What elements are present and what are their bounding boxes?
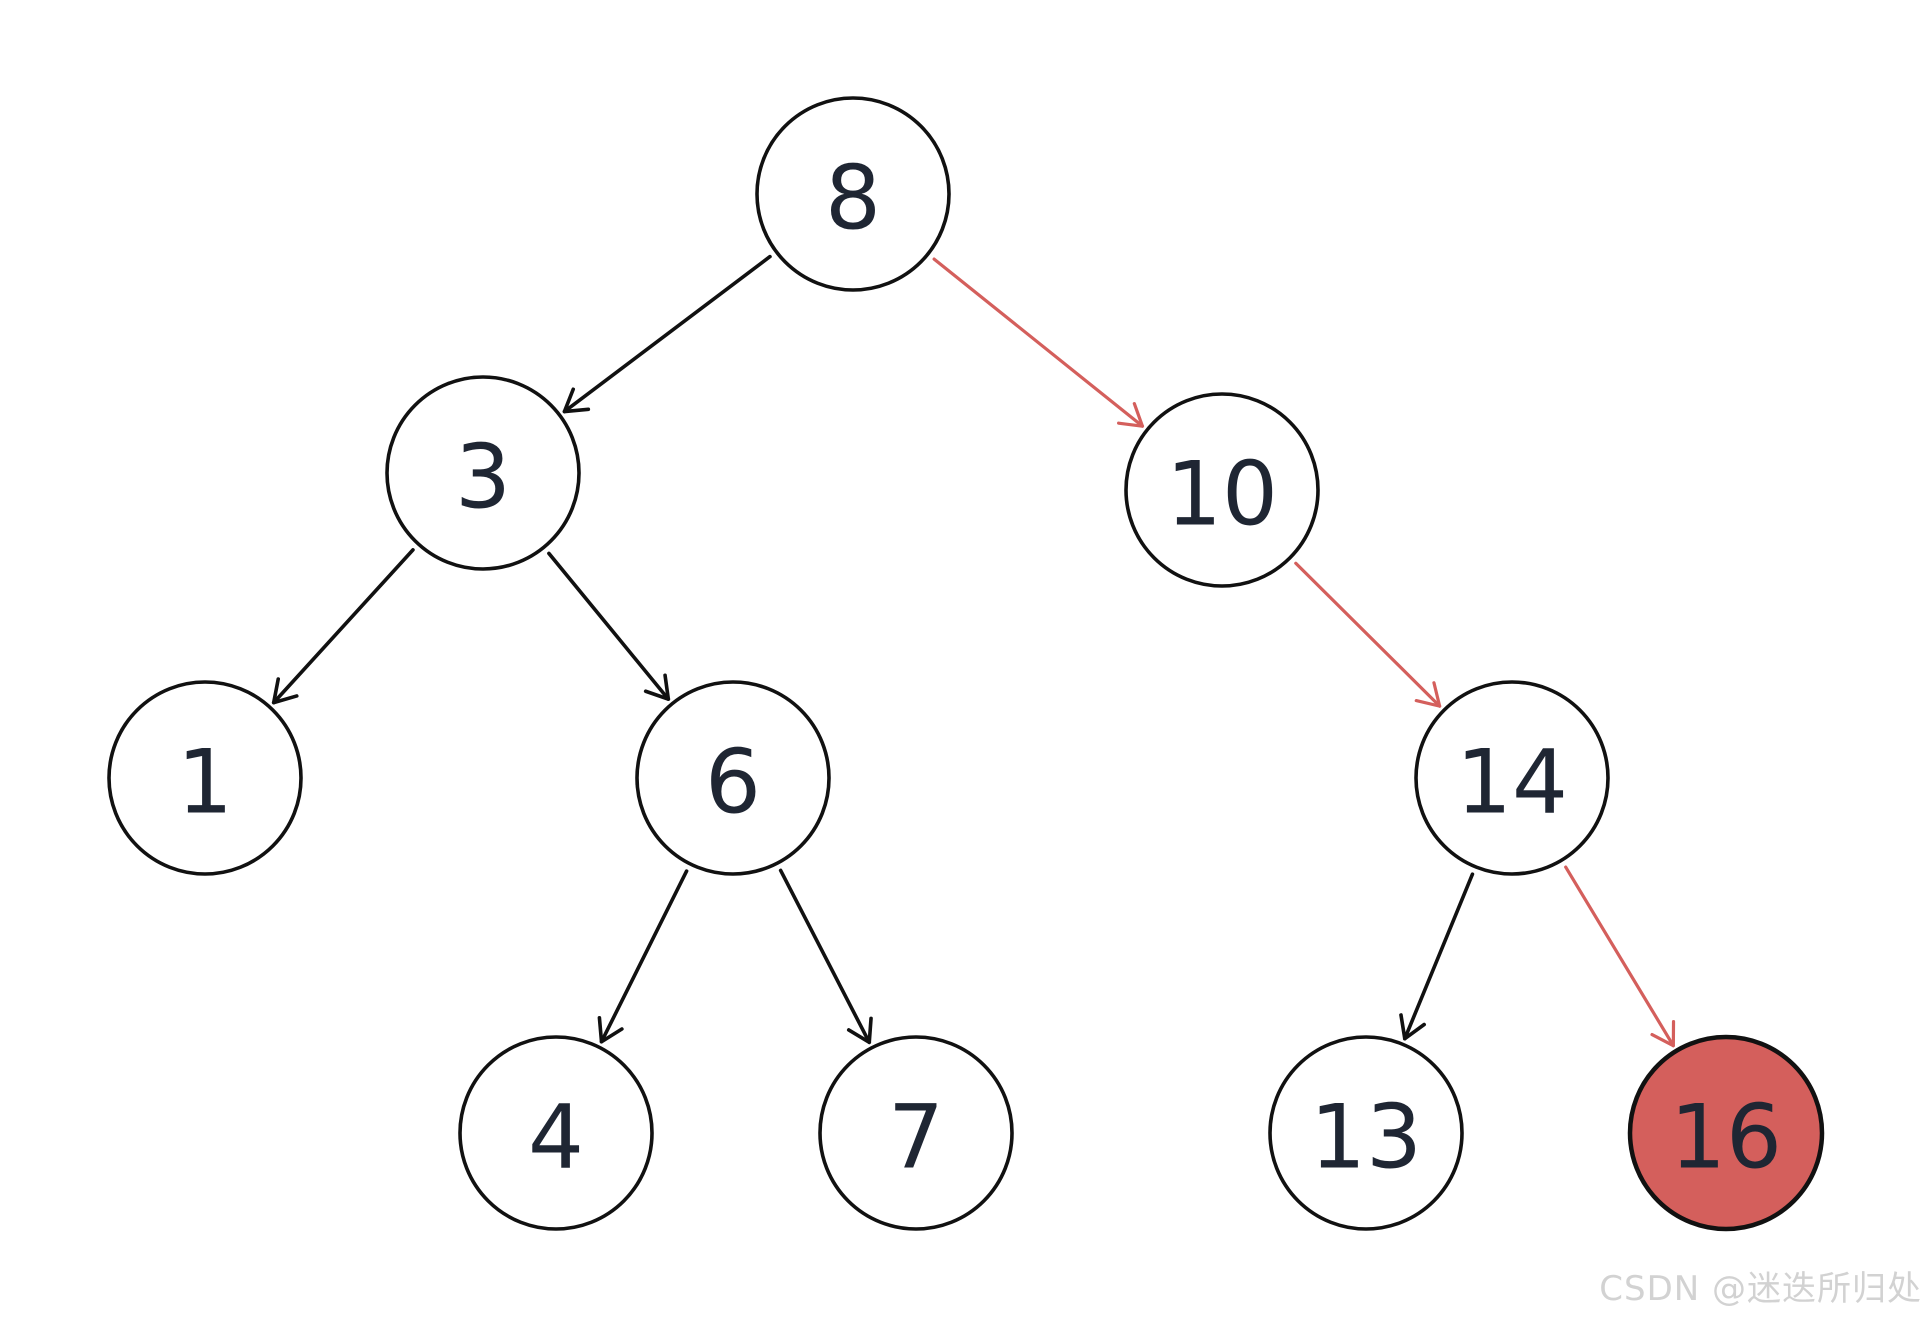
node-label: 3 bbox=[455, 426, 511, 529]
tree-node-13: 13 bbox=[1268, 1035, 1464, 1231]
tree-node-14: 14 bbox=[1414, 680, 1610, 876]
node-circle bbox=[1124, 392, 1320, 588]
node-label: 14 bbox=[1456, 731, 1568, 834]
edges-layer bbox=[271, 254, 1676, 1048]
tree-node-4: 4 bbox=[458, 1035, 654, 1231]
edge-line bbox=[599, 869, 689, 1044]
node-circle bbox=[385, 375, 581, 571]
edge-line bbox=[1294, 561, 1442, 708]
arrowhead-icon bbox=[643, 673, 671, 701]
highlighted-node-circle bbox=[1627, 1034, 1825, 1232]
arrowhead-icon bbox=[562, 387, 591, 414]
tree-node-3: 3 bbox=[385, 375, 581, 571]
edge-3-to-1 bbox=[271, 548, 415, 705]
edge-14-to-13 bbox=[1399, 872, 1475, 1041]
node-circle bbox=[755, 96, 951, 292]
node-label: 4 bbox=[528, 1086, 584, 1189]
tree-node-1: 1 bbox=[107, 680, 303, 876]
tree-node-7: 7 bbox=[818, 1035, 1014, 1231]
node-label: 7 bbox=[888, 1086, 944, 1189]
arrowhead-icon bbox=[1650, 1020, 1676, 1048]
edge-3-to-6 bbox=[547, 551, 671, 701]
node-label: 10 bbox=[1166, 443, 1278, 546]
node-circle bbox=[635, 680, 831, 876]
edge-line bbox=[271, 548, 415, 705]
edge-6-to-4 bbox=[597, 869, 689, 1044]
edge-line bbox=[1402, 872, 1475, 1041]
edge-10-to-14 bbox=[1294, 561, 1442, 708]
node-label: 16 bbox=[1670, 1086, 1782, 1189]
node-circle bbox=[107, 680, 303, 876]
node-label: 6 bbox=[705, 731, 761, 834]
edge-line bbox=[547, 551, 671, 701]
edge-8-to-10 bbox=[932, 257, 1145, 428]
edge-line bbox=[562, 254, 772, 414]
edge-line bbox=[932, 257, 1145, 428]
arrowhead-icon bbox=[1414, 681, 1442, 708]
node-label: 13 bbox=[1310, 1086, 1422, 1189]
tree-node-16: 16 bbox=[1627, 1034, 1825, 1232]
arrowhead-icon bbox=[597, 1016, 624, 1044]
arrowhead-icon bbox=[846, 1016, 873, 1045]
arrowhead-icon bbox=[271, 677, 299, 705]
tree-node-10: 10 bbox=[1124, 392, 1320, 588]
tree-node-6: 6 bbox=[635, 680, 831, 876]
arrowhead-icon bbox=[1399, 1013, 1426, 1041]
tree-node-8: 8 bbox=[755, 96, 951, 292]
csdn-watermark: CSDN @迷迭所归处 bbox=[1599, 1269, 1922, 1309]
node-label: 1 bbox=[177, 731, 233, 834]
arrowhead-icon bbox=[1117, 401, 1145, 428]
node-label: 8 bbox=[825, 147, 881, 250]
edge-8-to-3 bbox=[562, 254, 772, 414]
node-circle bbox=[458, 1035, 654, 1231]
edge-14-to-16 bbox=[1564, 865, 1676, 1048]
edge-line bbox=[1564, 865, 1675, 1048]
edge-line bbox=[778, 868, 872, 1045]
node-circle bbox=[1414, 680, 1610, 876]
node-circle bbox=[818, 1035, 1014, 1231]
node-circle bbox=[1268, 1035, 1464, 1231]
edge-6-to-7 bbox=[778, 868, 873, 1045]
